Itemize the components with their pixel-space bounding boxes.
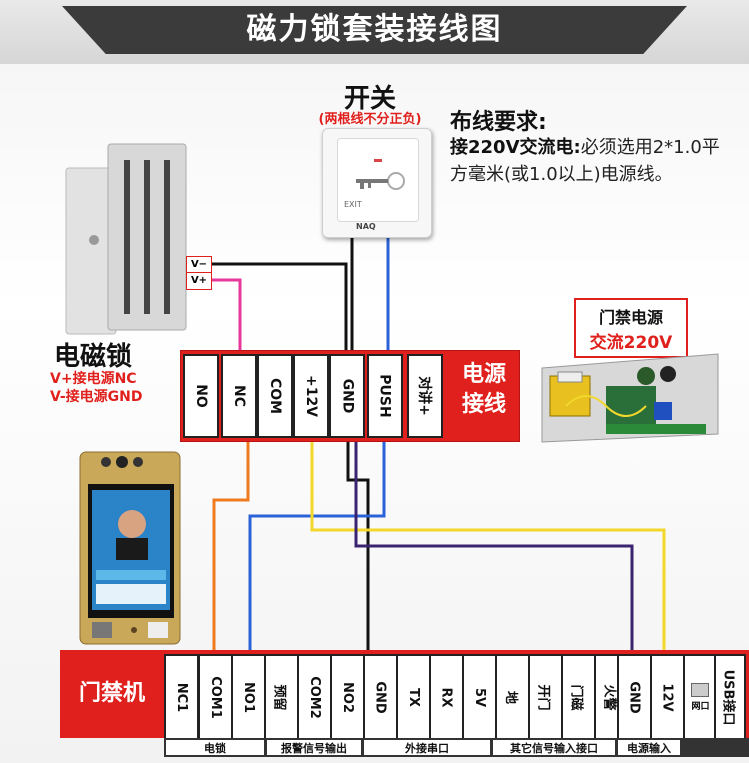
ac-terminal-open-door: 开门 xyxy=(528,654,563,740)
lock-label: 电磁锁 xyxy=(54,342,133,372)
ac-terminal-tx: TX xyxy=(396,654,431,740)
ac-terminal-com2: COM2 xyxy=(297,654,332,740)
wire-12v xyxy=(310,440,666,654)
ac-terminal-no2: NO2 xyxy=(330,654,365,740)
key-icon xyxy=(356,159,405,190)
switch-note: (两根线不分正负) xyxy=(318,112,422,127)
requirements-title: 布线要求: xyxy=(450,110,547,135)
requirements-body: 接220V交流电:必须选用2*1.0平方毫米(或1.0以上)电源线。 xyxy=(450,134,730,188)
access-control-device-image xyxy=(79,451,181,645)
switch-title: 开关 xyxy=(343,84,396,114)
power-strip-label: 电源 接线 xyxy=(461,362,506,417)
lock-terminal-vminus: V− xyxy=(186,256,212,274)
wire-push-no1 xyxy=(248,440,386,654)
group-lock: 电锁 xyxy=(165,739,265,756)
ac-terminal-no1: NO1 xyxy=(231,654,266,740)
wire-lock-vplus xyxy=(210,278,242,352)
title-plate xyxy=(62,6,687,54)
group-signal-input: 其它信号输入接口 xyxy=(492,739,616,756)
wire-lock-vminus xyxy=(210,262,348,352)
power-terminal-intercom: 对讲+ xyxy=(407,354,443,438)
network-port-icon xyxy=(691,682,710,697)
magnetic-lock-image xyxy=(65,143,187,335)
ac-terminal-nc1: NC1 xyxy=(164,654,199,740)
exit-label: EXIT xyxy=(344,200,362,209)
power-terminal-strip: NO NC COM +12V GND PUSH 对讲+ xyxy=(180,350,520,442)
power-terminal-gnd: GND xyxy=(329,354,365,438)
psu-label: 门禁电源 交流220V xyxy=(574,298,688,358)
psu-label-line1: 门禁电源 xyxy=(598,308,663,327)
power-terminal-nc: NC xyxy=(221,354,257,438)
ac-terminal-rx: RX xyxy=(429,654,464,740)
page-title: 磁力锁套装接线图 xyxy=(246,12,503,47)
ac-terminal-5v: 5V xyxy=(462,654,497,740)
requirements-text: 必须选用2*1.0平方毫米(或1.0以上)电源线。 xyxy=(450,137,720,185)
wire-gnd-black xyxy=(346,440,370,654)
ac-terminal-gnd-power: GND xyxy=(617,654,652,740)
psu-label-line2: 交流220V xyxy=(589,333,673,353)
wire-gnd-purple xyxy=(354,440,634,654)
switch-brand: NAQ xyxy=(356,222,376,231)
power-terminal-push: PUSH xyxy=(367,354,403,438)
lock-wiring-line2: V-接电源GND xyxy=(50,389,143,405)
access-control-label: 门禁机 xyxy=(78,681,145,706)
power-supply-image xyxy=(541,353,719,443)
requirements-bold: 接220V交流电: xyxy=(450,137,581,158)
group-alarm-output: 报警信号输出 xyxy=(266,739,362,756)
power-terminal-com: COM xyxy=(257,354,293,438)
ac-terminal-com1: COM1 xyxy=(198,654,233,740)
ac-terminal-ground: 地 xyxy=(495,654,530,740)
group-power-input: 电源输入 xyxy=(617,739,681,756)
ac-terminal-usb: USB接口 xyxy=(714,654,746,740)
group-serial: 外接串口 xyxy=(363,739,491,756)
lock-wiring-line1: V+接电源NC xyxy=(50,371,137,387)
ac-terminal-network: 网口 xyxy=(683,654,718,740)
ac-terminal-12v: 12V xyxy=(650,654,685,740)
wire-nc-com1 xyxy=(212,440,250,654)
lock-terminal-vplus: V+ xyxy=(186,272,212,290)
ac-terminal-door-sensor: 门磁 xyxy=(561,654,596,740)
ac-terminal-reserved: 预留 xyxy=(264,654,299,740)
ac-terminal-gnd-serial: GND xyxy=(363,654,398,740)
exit-switch-button xyxy=(337,138,419,222)
power-terminal-no: NO xyxy=(183,354,219,438)
power-terminal-12v: +12V xyxy=(293,354,329,438)
